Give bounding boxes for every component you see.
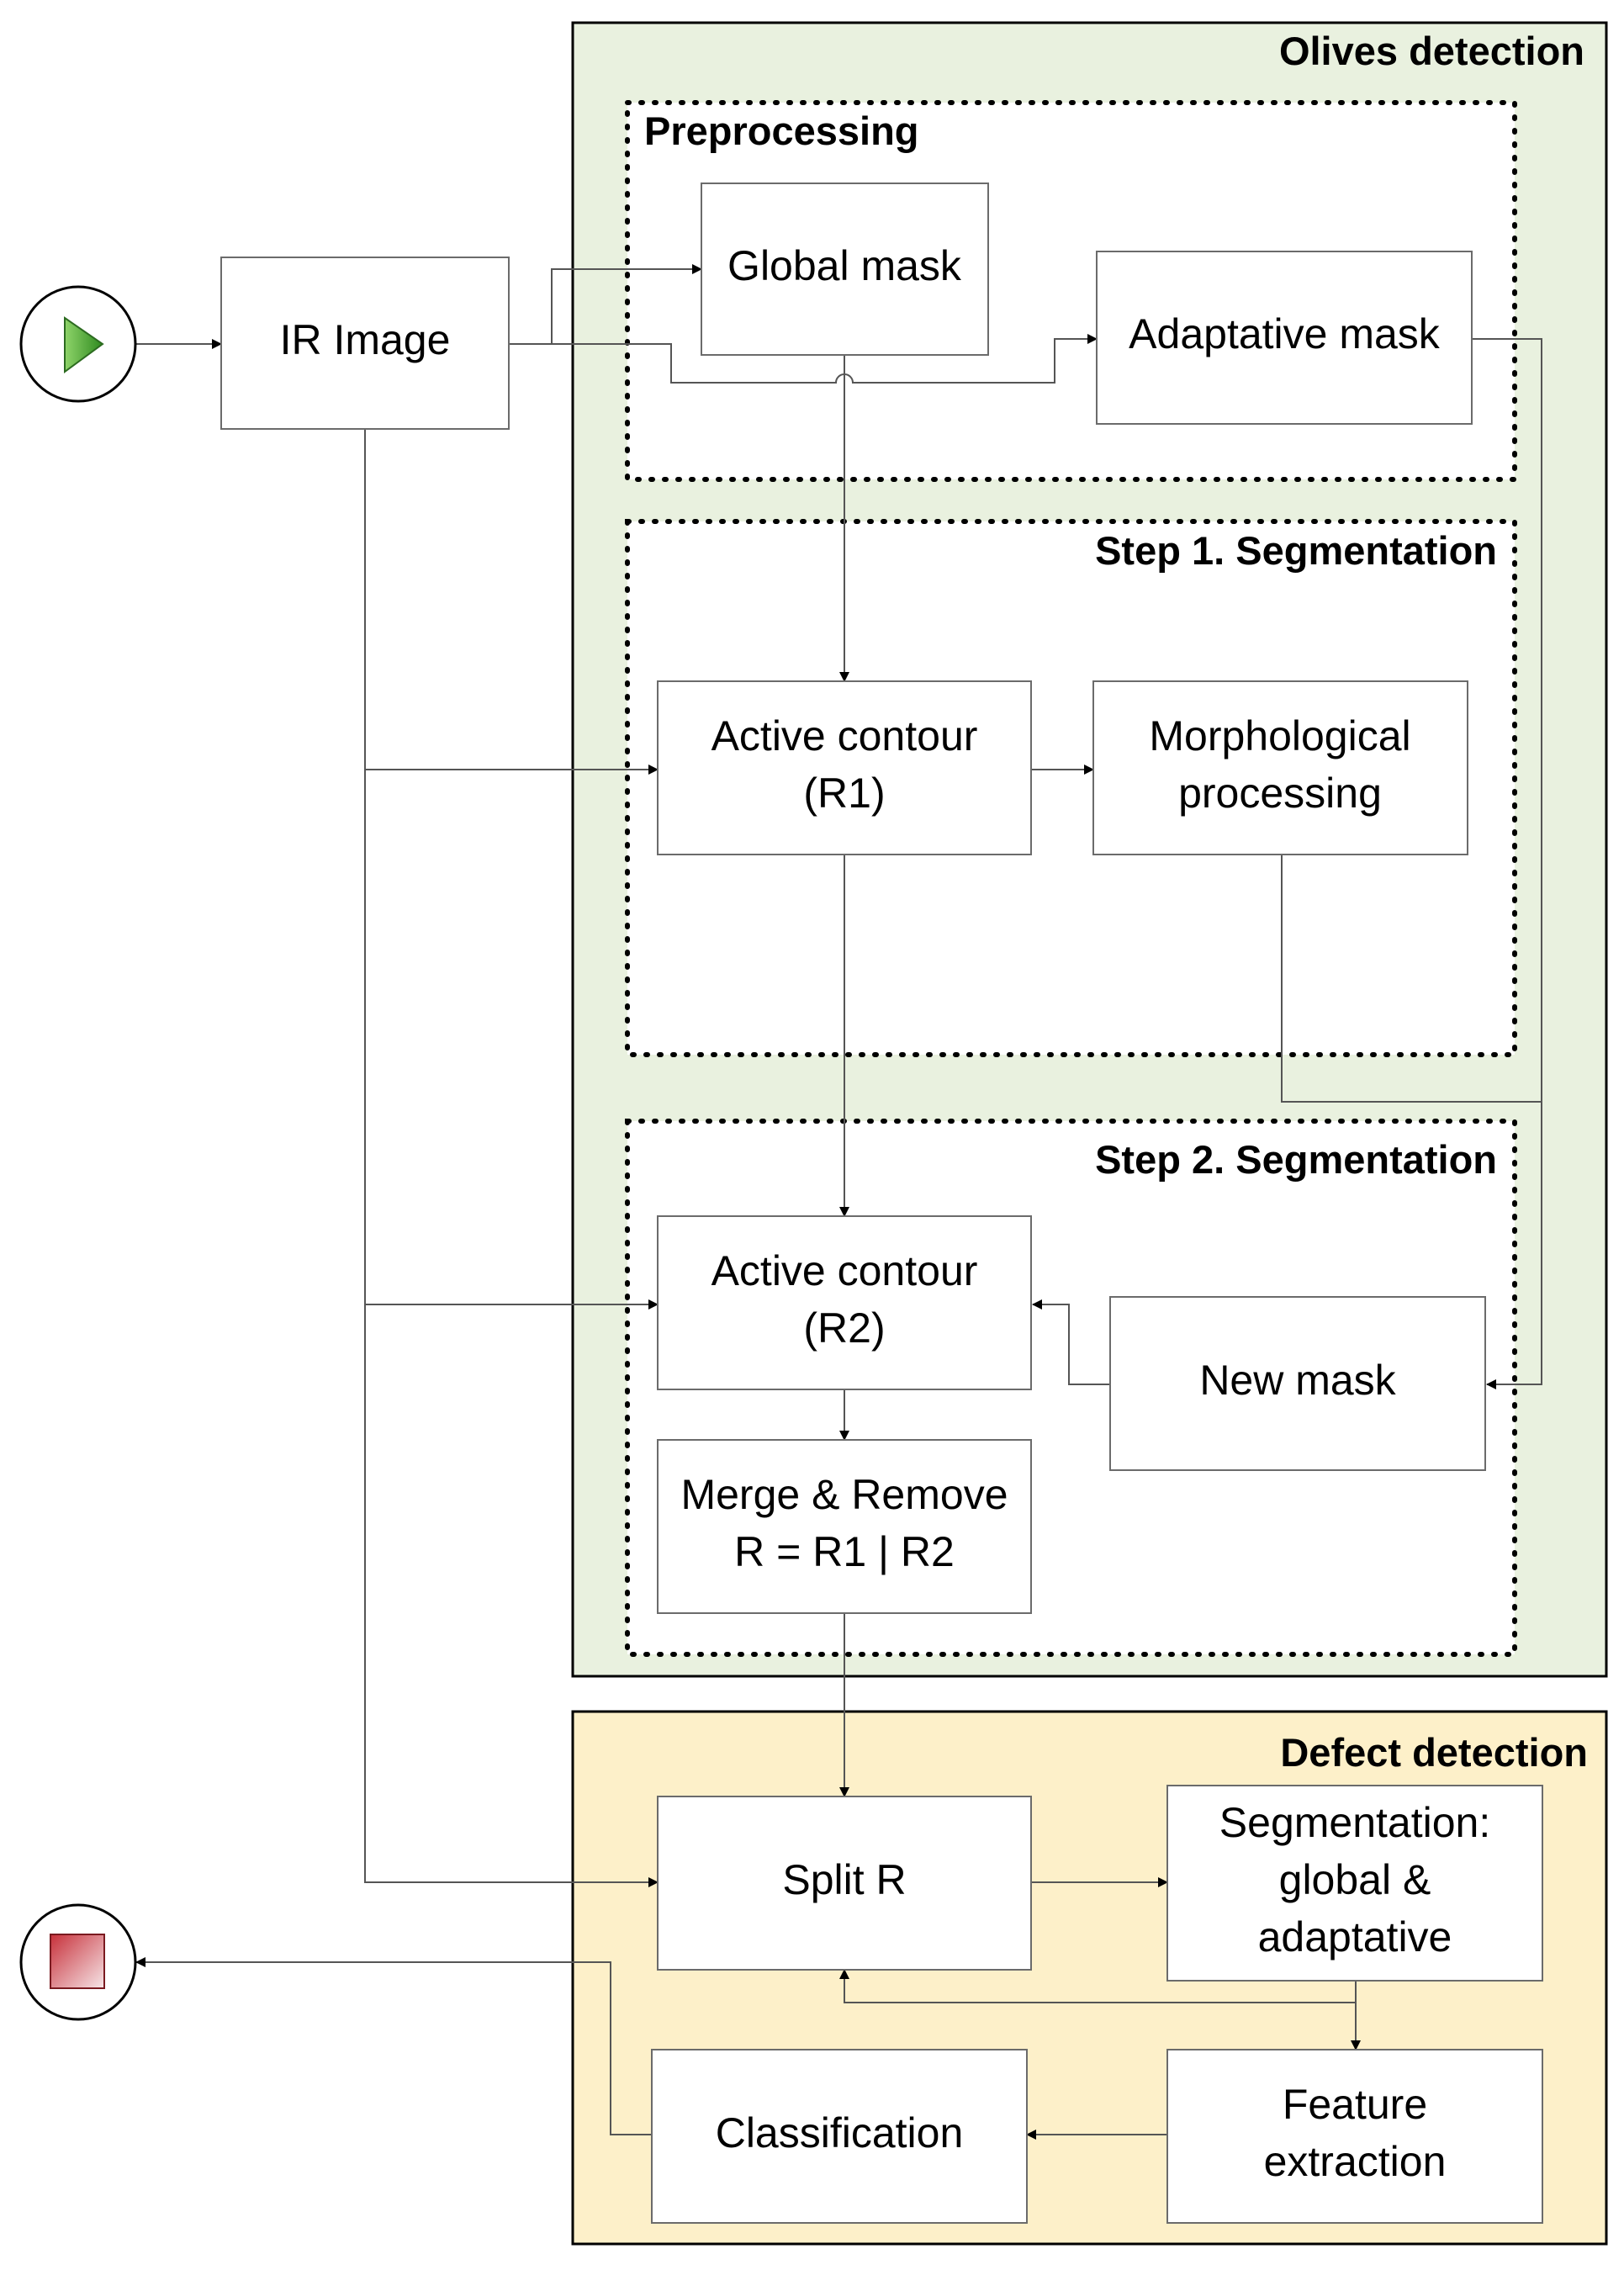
node-label-line: R = R1 | R2 <box>734 1528 955 1575</box>
edge-ir-spine <box>364 429 658 1883</box>
morphological-processing-node[interactable]: Morphological processing <box>1092 680 1468 855</box>
play-icon <box>64 316 104 373</box>
ir-image-label: IR Image <box>280 316 451 363</box>
active-contour-r1-node[interactable]: Active contour (R1) <box>657 680 1032 855</box>
classification-label: Classification <box>716 2109 964 2156</box>
adaptive-mask-label: Adaptative mask <box>1129 310 1441 357</box>
global-mask-node[interactable]: Global mask <box>701 183 989 356</box>
active-contour-r2-node[interactable]: Active contour (R2) <box>657 1215 1032 1390</box>
morphological-label: Morphological processing <box>1149 712 1410 817</box>
adaptive-mask-node[interactable]: Adaptative mask <box>1096 251 1473 425</box>
split-r-node[interactable]: Split R <box>657 1796 1032 1971</box>
edge-seg-to-split <box>839 1969 1356 2003</box>
node-label-line: Merge & Remove <box>680 1471 1008 1518</box>
node-label-line: processing <box>1178 770 1382 817</box>
node-label-line: Split R <box>782 1856 906 1903</box>
node-label-line: extraction <box>1264 2138 1447 2185</box>
split-r-label: Split R <box>782 1856 906 1903</box>
ir-image-node[interactable]: IR Image <box>220 257 510 430</box>
defect-detection-title: Defect detection <box>1280 1730 1588 1775</box>
merge-remove-node[interactable]: Merge & Remove R = R1 | R2 <box>657 1439 1032 1614</box>
global-mask-label: Global mask <box>727 242 962 289</box>
stop-icon <box>50 1934 105 1989</box>
active-contour-r1-label: Active contour (R1) <box>711 712 978 817</box>
feature-extraction-label: Feature extraction <box>1264 2081 1447 2185</box>
merge-remove-label: Merge & Remove R = R1 | R2 <box>680 1471 1008 1575</box>
active-contour-r2-label: Active contour (R2) <box>711 1247 978 1352</box>
start-event <box>19 285 137 403</box>
node-label-line: adaptative <box>1258 1913 1452 1960</box>
node-label-line: Segmentation: <box>1219 1799 1490 1846</box>
node-label-line: global & <box>1279 1856 1431 1903</box>
node-label-line: (R1) <box>803 770 885 817</box>
feature-extraction-node[interactable]: Feature extraction <box>1166 2049 1543 2224</box>
node-label-line: Adaptative mask <box>1129 310 1441 357</box>
segmentation-global-adaptive-node[interactable]: Segmentation: global & adaptative <box>1166 1785 1543 1982</box>
step2-title: Step 2. Segmentation <box>1095 1137 1497 1182</box>
connectors <box>135 264 1542 2140</box>
node-label-line: (R2) <box>803 1304 885 1352</box>
classification-node[interactable]: Classification <box>651 2049 1028 2224</box>
new-mask-label: New mask <box>1199 1357 1396 1404</box>
node-label-line: Feature <box>1283 2081 1427 2128</box>
edge-new-mask-to-ac2 <box>1032 1299 1110 1385</box>
step1-title: Step 1. Segmentation <box>1095 528 1497 573</box>
edge-class-to-end <box>135 1957 652 2135</box>
node-label-line: New mask <box>1199 1357 1396 1404</box>
olives-detection-title: Olives detection <box>1279 29 1584 73</box>
edge-morph-to-new-mask <box>1281 855 1542 1103</box>
end-event <box>19 1903 137 2021</box>
edge-adaptive-mask-to-new-mask <box>1472 338 1542 1389</box>
node-label-line: Global mask <box>727 242 962 289</box>
node-label-line: Active contour <box>711 1247 978 1294</box>
new-mask-node[interactable]: New mask <box>1109 1296 1486 1471</box>
preprocessing-title: Preprocessing <box>644 108 919 153</box>
segmentation-ga-label: Segmentation: global & adaptative <box>1219 1799 1490 1960</box>
node-label-line: Morphological <box>1149 712 1410 759</box>
node-label-line: Active contour <box>711 712 978 759</box>
node-label-line: IR Image <box>280 316 451 363</box>
node-label-line: Classification <box>716 2109 964 2156</box>
